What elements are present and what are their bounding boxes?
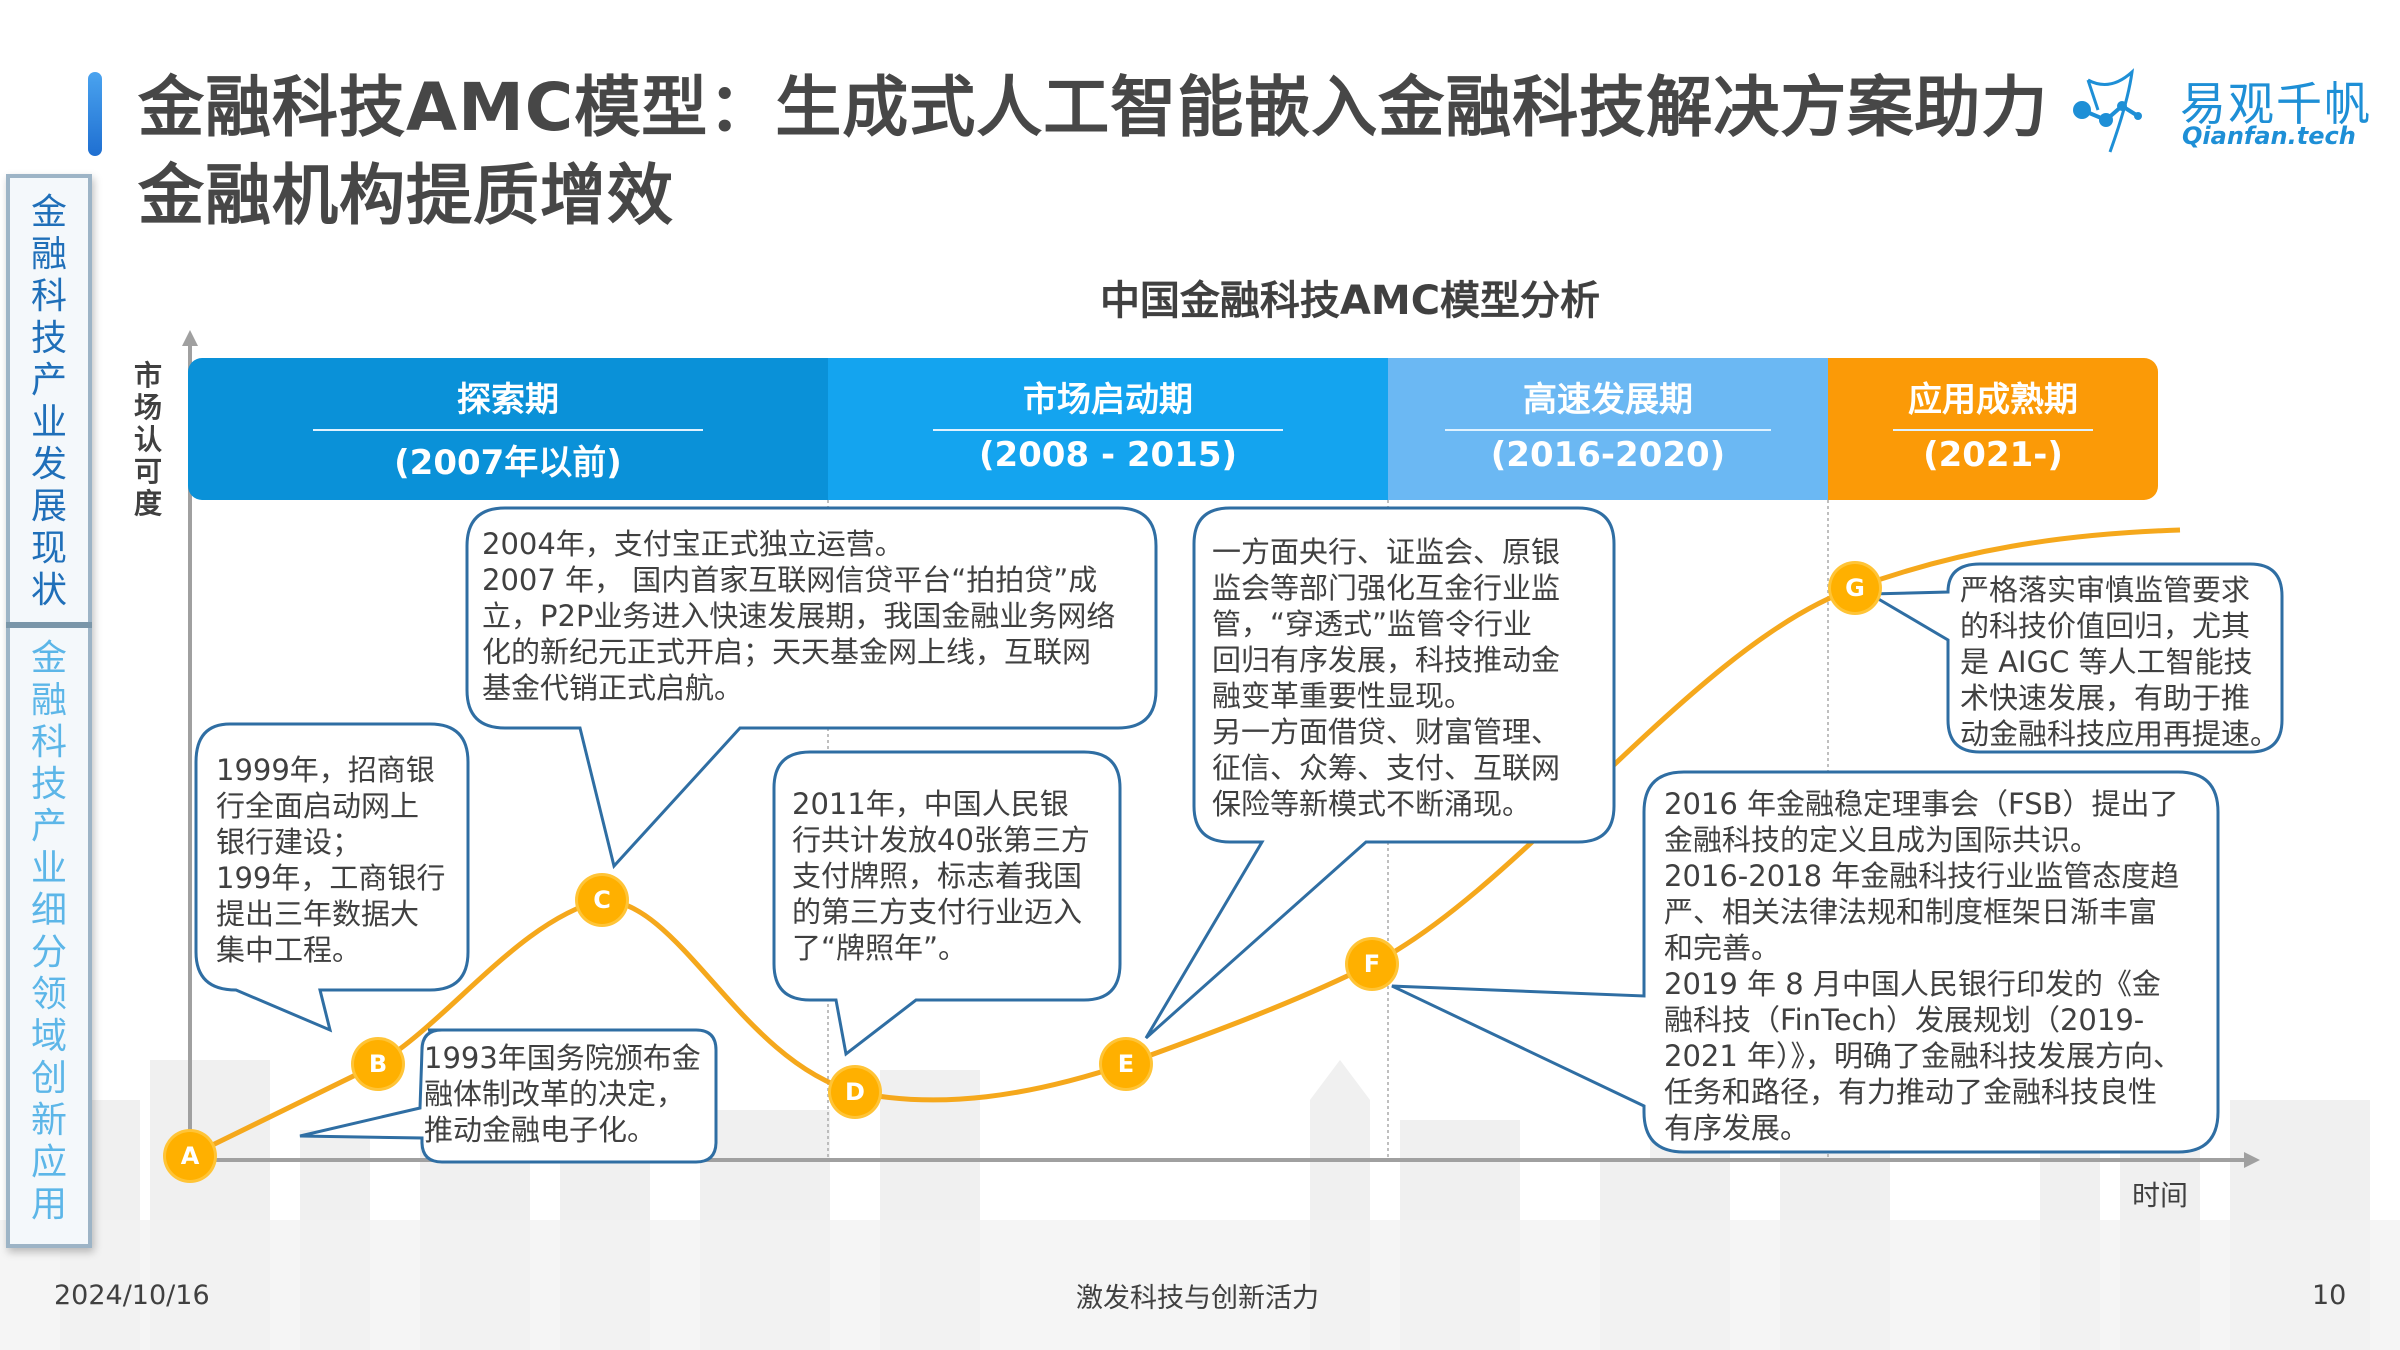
phase-underline xyxy=(1445,429,1771,431)
title-accent-bar xyxy=(88,72,102,156)
phase-application-maturity: 应用成熟期 (2021-) xyxy=(1828,358,2158,500)
y-axis-label: 市场认可度 xyxy=(134,359,163,520)
sidebar-divider xyxy=(6,622,92,628)
footer-date: 2024/10/16 xyxy=(54,1280,210,1311)
callout-2011: 2011年，中国人民银 行共计发放40张第三方 支付牌照，标志着我国 的第三方支… xyxy=(792,787,1090,965)
curve-node-f: F xyxy=(1348,940,1396,988)
phase-underline xyxy=(933,429,1283,431)
callout-regulation: 一方面央行、证监会、原银 监会等部门强化互金行业监 管，“穿透式”监管令行业 回… xyxy=(1212,535,1561,821)
callout-1993: 1993年国务院颁布金 融体制改革的决定， 推动金融电子化。 xyxy=(424,1041,701,1147)
sidebar-tab-segment-innovation[interactable]: 金融科技产业细分领域创新应用 xyxy=(30,638,67,1225)
callout-2004-2007: 2004年，支付宝正式独立运营。 2007 年， 国内首家互联网信贷平台“拍拍贷… xyxy=(482,527,1116,705)
curve-node-d: D xyxy=(831,1068,879,1116)
callout-2016-2019: 2016 年金融稳定理事会（FSB）提出了 金融科技的定义且成为国际共识。 20… xyxy=(1664,787,2183,1145)
logo-chinese-text: 易观千帆 xyxy=(2180,77,2372,131)
chart-title: 中国金融科技AMC模型分析 xyxy=(1099,278,1601,324)
callout-1999: 1999年，招商银 行全面启动网上 银行建设； 199年，工商银行 提出三年数据… xyxy=(216,753,446,967)
callout-aigc: 严格落实审慎监管要求 的科技价值回归，尤其 是 AIGC 等人工智能技 术快速发… xyxy=(1960,573,2280,751)
page-number: 10 xyxy=(2312,1280,2347,1311)
sidebar-tab-industry-status[interactable]: 金融科技产业发展现状 xyxy=(30,192,67,611)
sailboat-network-icon xyxy=(2073,68,2142,153)
curve-node-e: E xyxy=(1102,1040,1150,1088)
phase-exploration: 探索期 (2007年以前) xyxy=(188,358,828,500)
curve-node-c: C xyxy=(578,876,626,924)
brand-logo: 易观千帆 Qianfan.tech xyxy=(2070,62,2390,162)
phase-market-launch: 市场启动期 (2008 - 2015) xyxy=(828,358,1388,500)
footer-slogan: 激发科技与创新活力 xyxy=(1076,1283,1319,1314)
curve-node-g: G xyxy=(1831,564,1879,612)
phase-underline xyxy=(1893,429,2093,431)
logo-english-text: Qianfan.tech xyxy=(2182,122,2356,150)
phase-underline xyxy=(313,429,703,431)
x-axis-label: 时间 xyxy=(2132,1179,2189,1212)
phase-rapid-growth: 高速发展期 (2016-2020) xyxy=(1388,358,1828,500)
section-sidebar: 金融科技产业发展现状 金融科技产业细分领域创新应用 xyxy=(6,174,92,1248)
curve-node-a: A xyxy=(166,1132,214,1180)
curve-node-b: B xyxy=(354,1040,402,1088)
page-title: 金融科技AMC模型：生成式人工智能嵌入金融科技解决方案助力金融机构提质增效 xyxy=(138,69,2049,234)
